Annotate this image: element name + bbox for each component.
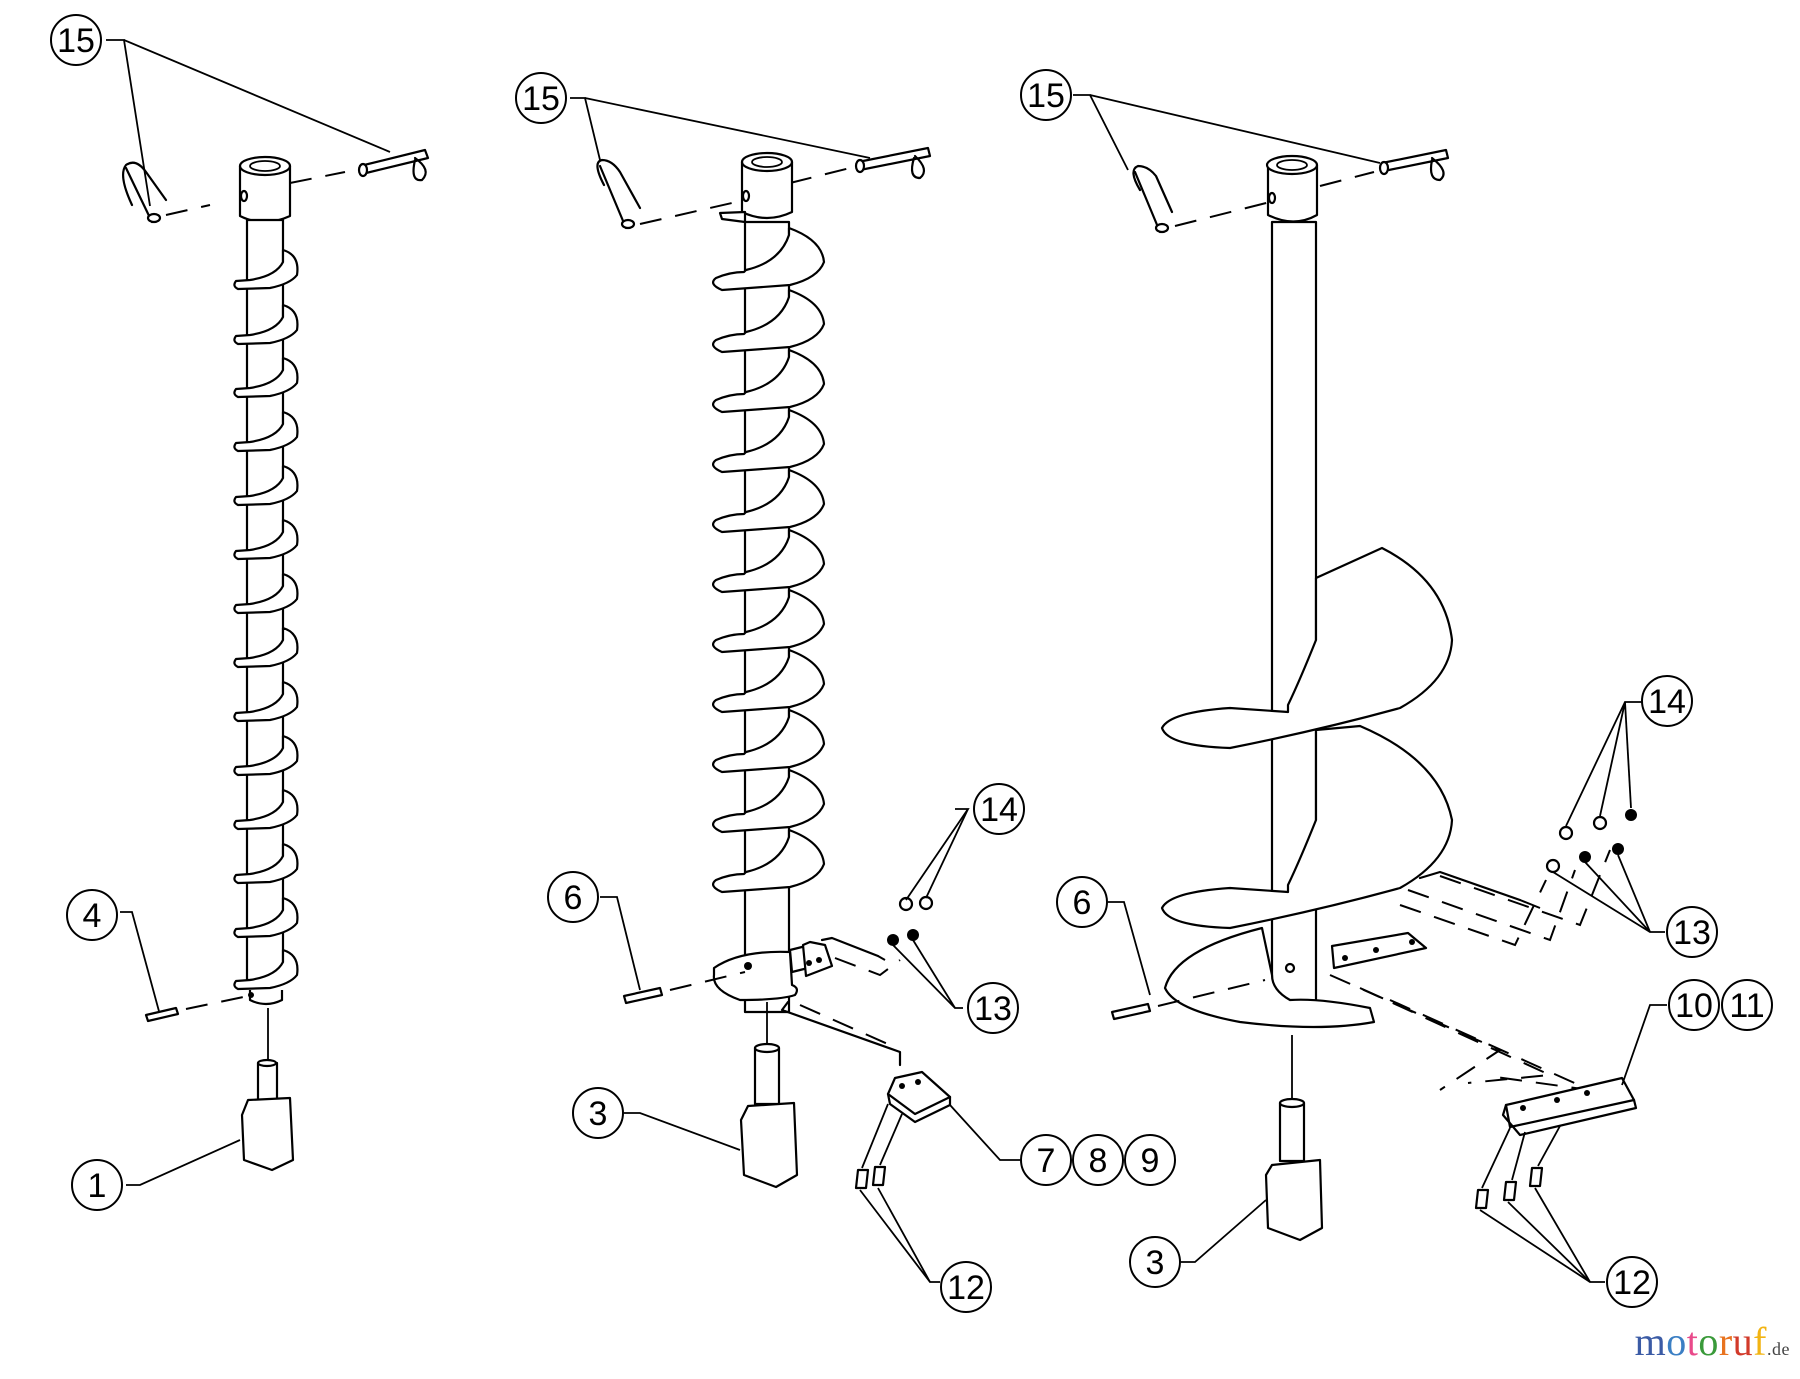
hitch-pin-icon	[1378, 148, 1450, 182]
callout-4: 4	[66, 889, 118, 941]
callout-14-large: 14	[1641, 675, 1693, 727]
svg-text:11: 11	[1729, 987, 1764, 1025]
auger-flighting	[233, 248, 299, 991]
callout-8: 8	[1072, 1134, 1124, 1186]
svg-text:15: 15	[1027, 77, 1065, 115]
callout-10: 10	[1668, 979, 1720, 1031]
cutting-blade-icon	[886, 1070, 952, 1124]
large-auger-assembly	[1073, 94, 1667, 1283]
svg-text:12: 12	[947, 1269, 985, 1307]
svg-text:14: 14	[1648, 683, 1686, 721]
logo-letter: r	[1718, 1319, 1733, 1364]
callout-6-large: 6	[1056, 876, 1108, 928]
logo-letter: f	[1753, 1319, 1767, 1364]
auger-flighting	[712, 226, 826, 1002]
svg-text:13: 13	[1673, 914, 1711, 952]
coupler-collar	[238, 155, 292, 224]
callout-6-medium: 6	[547, 871, 599, 923]
svg-text:12: 12	[1613, 1264, 1651, 1302]
svg-text:10: 10	[1675, 987, 1713, 1025]
svg-text:15: 15	[522, 80, 560, 118]
svg-text:3: 3	[589, 1095, 608, 1133]
hitch-pin-icon	[854, 146, 932, 180]
callout-15-medium: 15	[515, 72, 567, 124]
nut-icon	[1545, 809, 1637, 874]
auger-flighting	[1160, 546, 1454, 1029]
svg-text:1: 1	[88, 1167, 107, 1205]
small-auger-assembly	[106, 39, 430, 1186]
callout-9: 9	[1124, 1134, 1176, 1186]
cutter-plate	[1330, 931, 1428, 970]
hairpin-clip-icon	[596, 158, 642, 230]
fishtail-point-icon	[240, 1058, 295, 1172]
svg-text:15: 15	[57, 22, 95, 60]
hairpin-clip-icon	[1132, 164, 1174, 234]
svg-text:6: 6	[564, 879, 583, 917]
callout-12-medium: 12	[940, 1261, 992, 1313]
medium-auger-assembly	[570, 97, 1020, 1283]
svg-text:4: 4	[83, 897, 102, 935]
svg-text:8: 8	[1089, 1142, 1108, 1180]
callout-11: 11	[1721, 979, 1773, 1031]
logo-letter: m	[1634, 1319, 1667, 1364]
svg-text:7: 7	[1037, 1142, 1056, 1180]
bolt-icon	[854, 1165, 887, 1190]
callout-15-large: 15	[1020, 69, 1072, 121]
callout-15-small: 15	[50, 14, 102, 66]
callout-7: 7	[1020, 1134, 1072, 1186]
svg-text:3: 3	[1146, 1244, 1165, 1282]
callout-3-large: 3	[1129, 1236, 1181, 1288]
svg-text:9: 9	[1141, 1142, 1160, 1180]
logo-letter: o	[1666, 1319, 1687, 1364]
callout-3-medium: 3	[572, 1087, 624, 1139]
callout-14-medium: 14	[973, 783, 1025, 835]
hitch-pin-icon	[357, 148, 430, 182]
svg-text:6: 6	[1073, 884, 1092, 922]
callout-13-large: 13	[1666, 906, 1718, 958]
callout-13-medium: 13	[967, 982, 1019, 1034]
hairpin-clip-icon	[121, 161, 168, 224]
svg-text:14: 14	[980, 791, 1018, 829]
cutting-blade-icon	[1501, 1076, 1638, 1137]
logo-letter: t	[1686, 1319, 1699, 1364]
callout-12-large: 12	[1606, 1256, 1658, 1308]
logo-letter: o	[1698, 1319, 1719, 1364]
logo-tld: .de	[1767, 1339, 1790, 1359]
motoruf-watermark-logo: motoruf.de	[1635, 1318, 1790, 1365]
logo-letter: u	[1732, 1319, 1754, 1364]
nut-icon	[887, 895, 934, 946]
callout-1: 1	[71, 1159, 123, 1211]
bolt-icon	[1474, 1166, 1544, 1210]
svg-text:13: 13	[974, 990, 1012, 1028]
